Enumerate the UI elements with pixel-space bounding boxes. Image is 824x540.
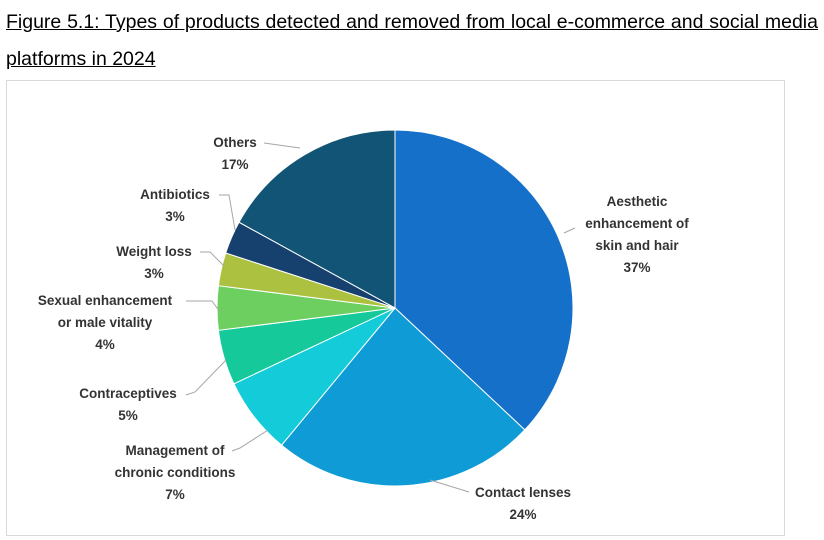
leader-line-4 — [185, 359, 227, 396]
slice-label-8: Others 17% — [213, 135, 257, 172]
leader-line-3 — [231, 429, 269, 452]
leader-line-1 — [563, 227, 576, 234]
leader-line-7 — [219, 194, 236, 231]
leader-line-5 — [186, 300, 221, 313]
slice-category-label: Antibiotics — [140, 187, 210, 202]
slice-label-5: Sexual enhancement or male vitality 4% — [38, 293, 173, 352]
slice-value-label: 3% — [144, 266, 164, 281]
slice-label-4: Contraceptives 5% — [79, 386, 177, 423]
pie-slices — [216, 129, 574, 487]
slice-category-label: chronic conditions — [115, 465, 236, 480]
slice-label-3: Management of chronic conditions 7% — [115, 443, 236, 502]
slice-category-label: Aesthetic — [607, 194, 668, 209]
leader-lines — [185, 142, 576, 493]
slice-value-label: 17% — [221, 157, 248, 172]
slice-category-label: enhancement of — [585, 216, 689, 231]
slice-category-label: skin and hair — [595, 238, 679, 253]
slice-label-2: Contact lenses 24% — [475, 485, 571, 522]
slice-value-label: 4% — [95, 337, 115, 352]
slice-value-label: 7% — [165, 487, 185, 502]
pie-slice-1 — [394, 129, 574, 431]
slice-label-1: Aesthetic enhancement of skin and hair 37% — [585, 194, 689, 275]
slice-label-6: Weight loss 3% — [116, 244, 192, 281]
slice-value-label: 37% — [623, 260, 650, 275]
slice-category-label: Others — [213, 135, 257, 150]
leader-line-8 — [263, 142, 301, 149]
slice-category-label: Contraceptives — [79, 386, 177, 401]
leader-line-2 — [429, 479, 470, 493]
slice-value-label: 3% — [165, 209, 185, 224]
slice-category-label: or male vitality — [58, 315, 153, 330]
slice-category-label: Management of — [125, 443, 225, 458]
pie-slice-8 — [238, 129, 396, 309]
slice-category-label: Sexual enhancement — [38, 293, 173, 308]
figure-caption: Figure 5.1: Types of products detected a… — [6, 11, 818, 70]
leader-line-6 — [200, 251, 225, 267]
slice-label-7: Antibiotics 3% — [140, 187, 210, 224]
slice-value-label: 5% — [118, 408, 138, 423]
slice-category-label: Weight loss — [116, 244, 192, 259]
pie-slice-2 — [280, 307, 526, 487]
slice-value-label: 24% — [509, 507, 536, 522]
slice-labels: Aesthetic enhancement of skin and hair 37% C… — [38, 135, 689, 522]
slice-category-label: Contact lenses — [475, 485, 571, 500]
